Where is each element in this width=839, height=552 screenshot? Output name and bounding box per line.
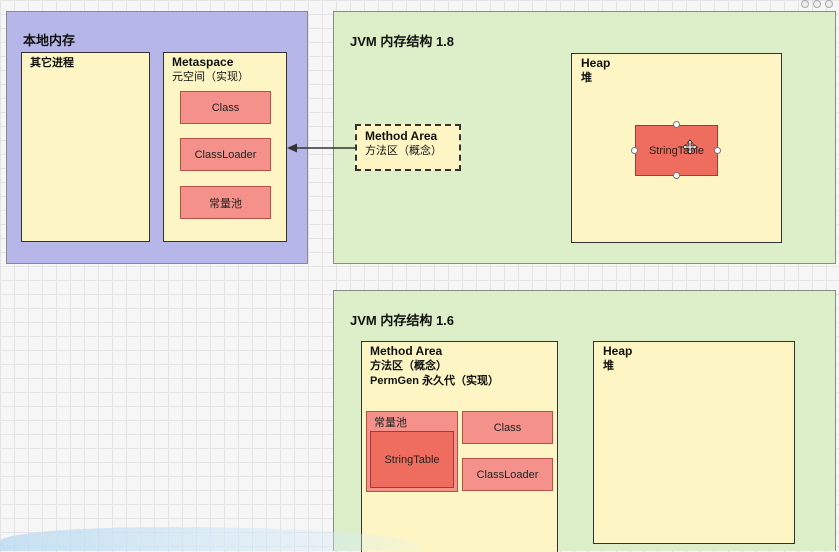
resize-handle-top[interactable] (673, 121, 680, 128)
jvm-1-8-group[interactable]: JVM 内存结构 1.8 Method Area 方法区（概念） Heap 堆 … (333, 11, 836, 264)
permgen-method-area-box[interactable]: Method Area 方法区（概念） PermGen 永久代（实现） 常量池 … (361, 341, 558, 552)
resize-handle-bottom[interactable] (673, 172, 680, 179)
heap-1-6-subtitle: 堆 (603, 360, 614, 372)
local-memory-title: 本地内存 (23, 33, 76, 48)
move-cursor-icon (682, 139, 698, 155)
metaspace-title: Metaspace (172, 55, 234, 69)
heap-subtitle: 堆 (581, 72, 592, 84)
jvm-1-6-group[interactable]: JVM 内存结构 1.6 Method Area 方法区（概念） PermGen… (333, 290, 836, 552)
other-process-box[interactable]: 其它进程 (21, 52, 150, 242)
permgen-string-table-box[interactable]: StringTable (370, 431, 454, 488)
resize-handle-right[interactable] (714, 147, 721, 154)
indicator-dot (825, 0, 833, 8)
heap-1-6-title: Heap (603, 344, 633, 358)
permgen-classloader-box[interactable]: ClassLoader (462, 458, 553, 491)
canvas-scroll-indicator (797, 0, 833, 8)
permgen-constant-pool-label: 常量池 (374, 417, 407, 429)
metaspace-subtitle: 元空间（实现） (172, 71, 249, 83)
method-area-to-metaspace-arrow (287, 143, 355, 153)
permgen-class-box[interactable]: Class (462, 411, 553, 444)
permgen-constant-pool-box[interactable]: 常量池 StringTable (366, 411, 458, 492)
metaspace-constant-pool-box[interactable]: 常量池 (180, 186, 271, 219)
resize-handle-left[interactable] (631, 147, 638, 154)
string-table-box[interactable]: StringTable (635, 125, 718, 176)
heap-1-6-box[interactable]: Heap 堆 (593, 341, 795, 544)
heap-title: Heap (581, 56, 611, 70)
metaspace-classloader-box[interactable]: ClassLoader (180, 138, 271, 171)
method-area-title: Method Area (365, 129, 438, 143)
indicator-dot (801, 0, 809, 8)
other-process-label: 其它进程 (30, 57, 74, 69)
permgen-method-area-title: Method Area (370, 344, 443, 358)
indicator-dot (813, 0, 821, 8)
jvm-1-6-title: JVM 内存结构 1.6 (350, 313, 455, 328)
jvm-1-8-title: JVM 内存结构 1.8 (350, 34, 455, 49)
local-memory-group[interactable]: 本地内存 其它进程 Metaspace 元空间（实现） Class ClassL… (6, 11, 308, 264)
permgen-method-area-line2: 方法区（概念） (370, 360, 447, 372)
metaspace-box[interactable]: Metaspace 元空间（实现） Class ClassLoader 常量池 (163, 52, 287, 242)
permgen-method-area-line3: PermGen 永久代（实现） (370, 375, 499, 387)
method-area-concept-box[interactable]: Method Area 方法区（概念） (355, 124, 461, 171)
metaspace-class-box[interactable]: Class (180, 91, 271, 124)
method-area-subtitle: 方法区（概念） (365, 145, 442, 157)
heap-box[interactable]: Heap 堆 StringTable (571, 53, 782, 243)
